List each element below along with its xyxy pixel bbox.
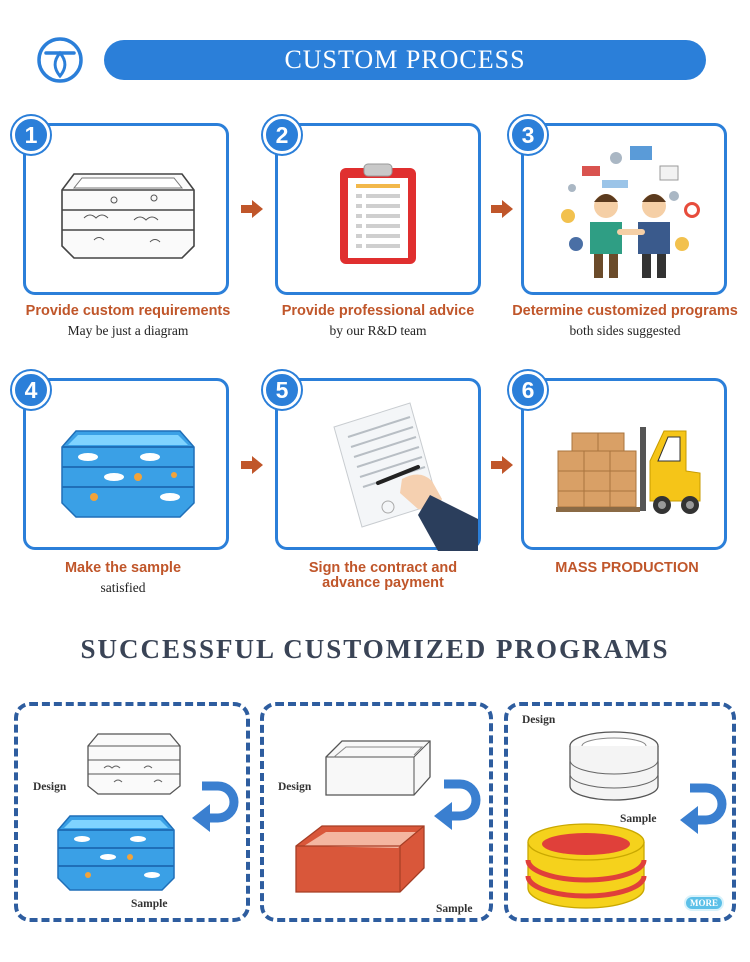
pool-sketch-icon [61,173,195,259]
next-arrow-icon [491,200,513,218]
signing-contract-icon [333,402,478,551]
forklift-icon [556,427,701,514]
case-card-3 [504,702,736,922]
handshake-icon [561,146,700,278]
pool-sample-icon [57,815,175,891]
pool-sample-icon [295,825,425,893]
step-card-6 [521,378,727,550]
pool-sketch-icon [325,740,431,796]
case-card-1 [14,702,250,922]
step-title-4: Make the sample [64,560,182,576]
step-card-1 [23,123,229,295]
turn-arrow-icon [680,783,727,834]
next-arrow-icon [241,200,263,218]
more-button[interactable]: MORE [684,895,724,911]
step-number-badge-1: 1 [12,116,50,154]
step-number-badge-2: 2 [263,116,301,154]
design-label: Design [278,781,312,793]
step-subtitle-2: by our R&D team [329,323,427,338]
brand-logo-icon [37,37,83,83]
turn-arrow-icon [434,779,481,830]
round-pool-sample-icon [525,823,647,909]
next-arrow-icon [241,456,263,474]
case-card-2 [260,702,493,922]
step-subtitle-3: both sides suggested [569,323,681,338]
design-label: Design [33,781,67,793]
step-card-5 [275,378,481,551]
step-number-badge-5: 5 [263,371,301,409]
next-arrow-icon [491,456,513,474]
programs-title: SUCCESSFUL CUSTOMIZED PROGRAMS [80,634,670,664]
step-title-2: Provide professional advice [281,303,475,319]
pool-sketch-icon [87,733,181,795]
step-subtitle-4: satisfied [100,580,146,595]
step-card-2 [275,123,481,295]
sample-label: Sample [620,813,657,825]
step-title-3: Determine customized programs [512,303,738,319]
design-label: Design [522,714,556,726]
step-title-5a: Sign the contract and [308,560,458,576]
step-number-badge-3: 3 [509,116,547,154]
step-title-1: Provide custom requirements [25,303,231,319]
sample-label: Sample [131,898,168,910]
step-card-3 [521,123,727,295]
step-number-badge-4: 4 [12,371,50,409]
clipboard-icon [340,163,416,264]
sample-label: Sample [436,903,473,915]
step-number-badge-6: 6 [509,371,547,409]
step-subtitle-1: May be just a diagram [67,323,189,338]
turn-arrow-icon [192,781,239,832]
round-pool-sketch-icon [569,731,659,801]
step-title-5b: advance payment [322,575,444,591]
pool-sample-icon [61,430,195,518]
step-card-4 [23,378,229,550]
custom-process-banner: CUSTOM PROCESS [104,40,706,80]
step-title-6: MASS PRODUCTION [555,560,699,576]
